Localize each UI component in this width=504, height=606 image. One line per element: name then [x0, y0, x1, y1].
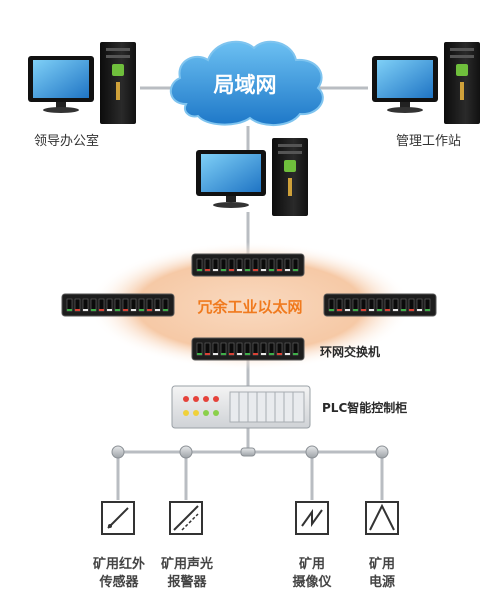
- port-led: [329, 309, 334, 311]
- bus-node-3: [305, 445, 319, 459]
- station-label: 管理工作站: [396, 134, 462, 149]
- ring-label: 冗余工业以太网: [197, 298, 302, 316]
- switch-left: [61, 293, 175, 317]
- port-led: [377, 309, 382, 311]
- port-led: [131, 309, 136, 311]
- port-led: [277, 269, 282, 271]
- port-led: [269, 269, 274, 271]
- port-led: [261, 269, 266, 271]
- plc-label: PLC智能控制柜: [322, 401, 408, 415]
- server-screen: [201, 154, 261, 192]
- port-led: [285, 269, 290, 271]
- bus-node-2: [179, 445, 193, 459]
- switch-right: [323, 293, 437, 317]
- port-led: [115, 309, 120, 311]
- server-pc: [196, 138, 308, 216]
- office-label: 领导办公室: [34, 134, 100, 149]
- port-led: [147, 309, 152, 311]
- port-led: [401, 309, 406, 311]
- device-icon-ir-sensor: [101, 501, 135, 535]
- port-led: [361, 309, 366, 311]
- port-led: [369, 309, 374, 311]
- redundant-ring: [88, 242, 412, 370]
- cloud-shape: [170, 40, 324, 126]
- device-label-ir-sensor: 矿用红外 传感器: [92, 557, 145, 590]
- port-led: [163, 309, 168, 311]
- office-power-led: [112, 64, 124, 76]
- port-led: [237, 353, 242, 355]
- lan-cloud: [170, 40, 324, 126]
- device-label-power: 矿用 电源: [368, 557, 395, 590]
- port-led: [393, 309, 398, 311]
- plc-modules: [229, 391, 305, 423]
- port-led: [425, 309, 430, 311]
- port-led: [99, 309, 104, 311]
- device-icon-alarm: [169, 501, 203, 535]
- device-icon-camera: [295, 501, 329, 535]
- office-screen: [33, 60, 89, 98]
- bus-nodes: [111, 445, 389, 459]
- port-led: [205, 269, 210, 271]
- switch-bottom: [191, 337, 305, 361]
- port-led: [75, 309, 80, 311]
- port-led: [245, 269, 250, 271]
- port-led: [253, 353, 258, 355]
- port-led: [293, 353, 298, 355]
- port-led: [221, 353, 226, 355]
- port-led: [269, 353, 274, 355]
- station-stand: [400, 102, 410, 108]
- port-led: [409, 309, 414, 311]
- port-led: [345, 309, 350, 311]
- port-led: [353, 309, 358, 311]
- port-led: [197, 353, 202, 355]
- port-led: [123, 309, 128, 311]
- port-led: [285, 353, 290, 355]
- port-led: [261, 353, 266, 355]
- server-tower: [272, 138, 308, 216]
- port-led: [155, 309, 160, 311]
- port-led: [67, 309, 72, 311]
- bus-node-1: [111, 445, 125, 459]
- station-base: [387, 107, 423, 113]
- port-led: [293, 269, 298, 271]
- port-led: [229, 353, 234, 355]
- port-led: [213, 269, 218, 271]
- port-led: [337, 309, 342, 311]
- office-stand: [56, 102, 66, 108]
- device-label-camera: 矿用 摄像仪: [292, 557, 332, 590]
- bus-node-4: [375, 445, 389, 459]
- port-led: [197, 269, 202, 271]
- port-led: [385, 309, 390, 311]
- office-pc: [28, 42, 136, 124]
- switch-top: [191, 253, 305, 277]
- port-led: [83, 309, 88, 311]
- port-led: [221, 269, 226, 271]
- lan-label: 局域网: [214, 73, 277, 97]
- office-base: [43, 107, 79, 113]
- station-power-led: [456, 64, 468, 76]
- port-led: [139, 309, 144, 311]
- switch-label: 环网交换机: [320, 345, 381, 359]
- port-led: [229, 269, 234, 271]
- port-led: [277, 353, 282, 355]
- port-led: [245, 353, 250, 355]
- port-led: [107, 309, 112, 311]
- bus-node-center: [240, 447, 256, 457]
- station-pc: [372, 42, 480, 124]
- device-icon-power: [365, 501, 399, 535]
- station-screen: [377, 60, 433, 98]
- port-led: [213, 353, 218, 355]
- port-led: [417, 309, 422, 311]
- plc-cabinet: [171, 385, 311, 429]
- port-led: [253, 269, 258, 271]
- port-led: [205, 353, 210, 355]
- device-label-alarm: 矿用声光 报警器: [160, 557, 213, 590]
- port-led: [91, 309, 96, 311]
- port-led: [237, 269, 242, 271]
